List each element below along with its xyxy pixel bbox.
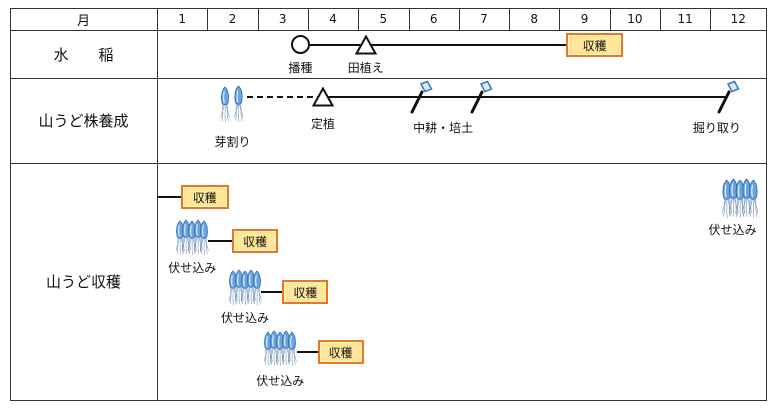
row-label-udo-stock: 山うど株養成 [38,112,129,130]
month-label: 10 [627,12,643,26]
transplanting-label: 田植え [347,61,384,75]
transplanting-triangle-marker [354,35,377,55]
rice-timeline-line [300,44,595,46]
month-label: 1 [178,12,186,26]
month-divider [609,8,611,30]
cultivation-label: 中耕・培土 [413,121,474,135]
udo-cluster-icon [228,269,262,307]
month-label: 9 [580,12,589,26]
month-divider [358,8,360,30]
month-divider [710,8,712,30]
stock-timeline-line [322,96,726,98]
digging-label: 掘り取り [692,121,741,135]
sowing-label: 播種 [288,61,313,75]
month-divider [559,8,561,30]
planting-label: 定植 [310,117,335,131]
udo-sprout-icon [218,85,246,123]
bud-splitting-label: 芽割り [214,135,251,149]
month-label: 3 [278,12,287,26]
table-frame [10,8,767,401]
hoe-icon [469,80,494,114]
udo-harvest-box: 収穫 [180,185,229,209]
month-label: 6 [429,12,438,26]
sowing-circle-marker [290,35,310,54]
row-separator-stock [10,163,767,164]
month-header-label: 月 [76,13,90,29]
row-label-rice: 水 稲 [53,45,114,64]
month-divider [509,8,511,30]
row-separator-rice [10,78,767,79]
month-label: 7 [480,12,488,26]
bud-to-planting-dashed-line [247,96,323,98]
forcing-label: 伏せ込み [168,261,217,275]
month-label: 11 [677,12,693,26]
udo-cluster-icon [175,219,209,257]
hoe-icon [409,80,434,114]
month-label: 8 [530,12,539,26]
month-divider [458,8,460,30]
hoe-icon [716,80,740,114]
month-label: 2 [228,12,237,26]
month-label: 4 [329,12,337,26]
row-label-udo-harvest: 山うど収穫 [45,273,121,291]
rice-harvest-box: 収穫 [566,33,624,57]
month-divider [660,8,661,30]
month-label: 12 [730,12,746,26]
month-divider [257,8,259,30]
udo-harvest-box: 収穫 [232,229,279,253]
udo-harvest-box: 収穫 [317,340,364,364]
udo-cluster-icon [721,178,759,220]
month-divider [408,8,410,30]
month-label: 5 [379,12,388,26]
udo-cluster-icon [263,330,297,368]
forcing-label: 伏せ込み [708,223,757,237]
planting-triangle-marker [311,87,334,107]
udo-harvest-box: 収穫 [282,280,329,304]
forcing-label: 伏せ込み [221,311,270,325]
month-divider [207,8,209,30]
forcing-to-harvest-line [208,240,256,242]
forcing-label: 伏せ込み [256,374,305,388]
month-divider [307,8,309,30]
label-column-divider [157,8,158,401]
header-separator [10,30,767,31]
